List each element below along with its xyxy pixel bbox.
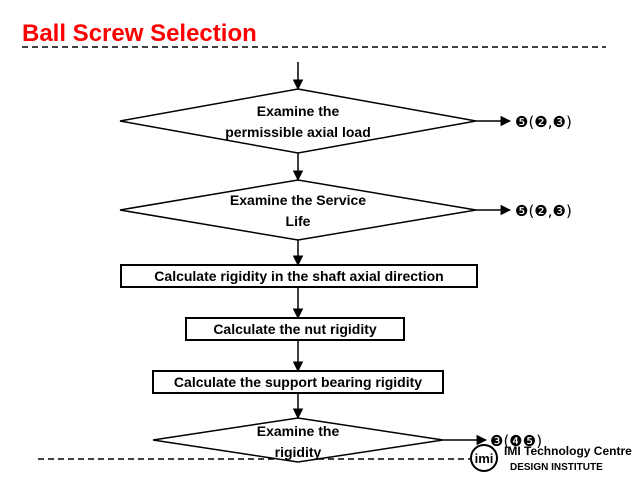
- axial-load-reference: ❺(❷,❸): [515, 113, 572, 131]
- process-shaft-rigidity: [120, 264, 478, 288]
- decision-rigidity-line2: rigidity: [275, 444, 322, 460]
- decision-service-life: [119, 179, 477, 241]
- decision-axial-load: [119, 88, 477, 154]
- service-life-reference: ❺(❷,❸): [515, 202, 572, 220]
- imi-logo-mark: imi: [470, 444, 498, 472]
- slide-title: Ball Screw Selection: [22, 20, 257, 47]
- decision-rigidity: [152, 417, 444, 463]
- decision-service-life-line1: Examine the Service: [230, 192, 366, 208]
- process-nut-rigidity: [185, 317, 405, 341]
- imi-logo: imi IMI Technology Centre DESIGN INSTITU…: [470, 440, 638, 478]
- logo-line2: DESIGN INSTITUTE: [510, 462, 603, 473]
- process-bearing-rigidity-label: Calculate the support bearing rigidity: [174, 374, 422, 390]
- decision-rigidity-line1: Examine the: [257, 423, 340, 439]
- process-nut-rigidity-label: Calculate the nut rigidity: [213, 321, 377, 337]
- decision-axial-load-line2: permissible axial load: [225, 124, 371, 140]
- decision-axial-load-line1: Examine the: [257, 103, 340, 119]
- logo-line1: IMI Technology Centre: [504, 444, 632, 458]
- process-shaft-rigidity-label: Calculate rigidity in the shaft axial di…: [154, 268, 443, 284]
- decision-service-life-line2: Life: [286, 213, 311, 229]
- rigidity-reference: ❸(❹❺): [490, 432, 542, 450]
